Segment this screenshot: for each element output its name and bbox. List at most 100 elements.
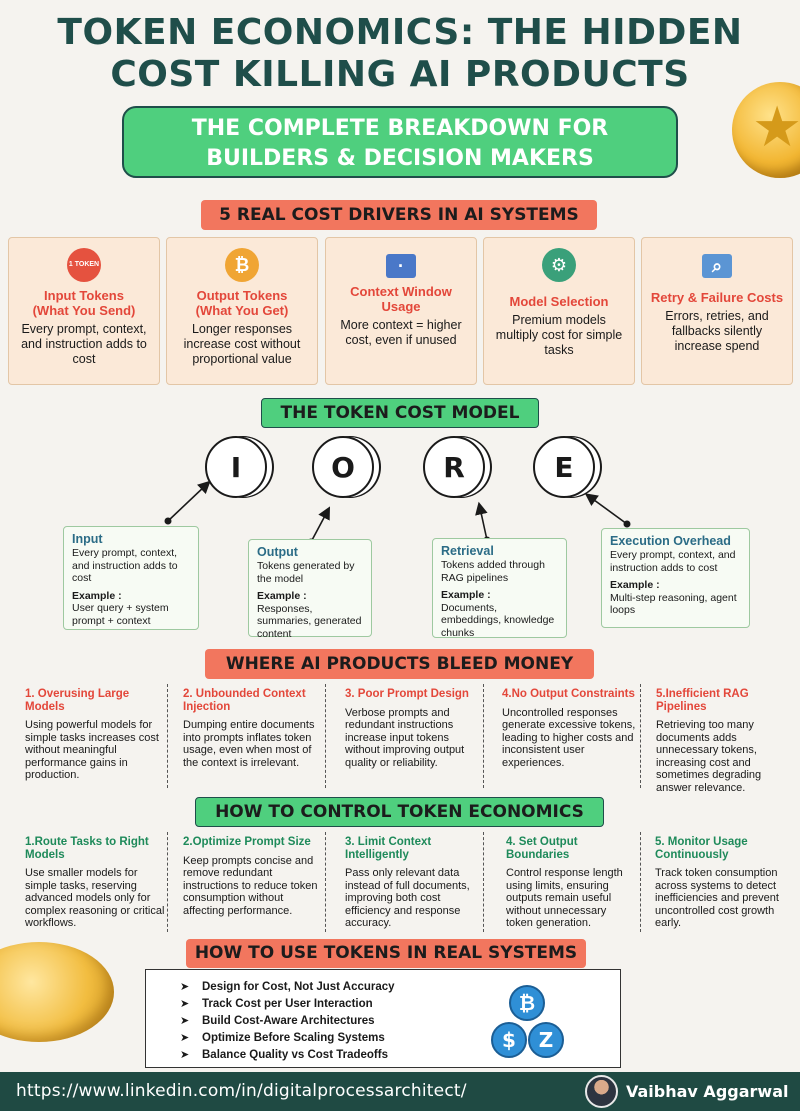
arrow-icon: ➤ [180,1032,190,1044]
bleed-desc: Verbose prompts and redundant instructio… [345,706,465,769]
use-item: ➤ Optimize Before Scaling Systems [180,1029,620,1046]
arrow-input [167,480,211,522]
driver-desc: Errors, retries, and fallbacks silently … [665,309,769,353]
card-title: Execution Overhead [610,534,731,548]
subtitle-banner: THE COMPLETE BREAKDOWN FOR BUILDERS & DE… [122,106,678,178]
bleed-item-5: 5.Inefficient RAG Pipelines Retrieving t… [656,688,796,794]
bleed-desc: Retrieving too many documents adds unnec… [656,719,762,794]
card-example-label: Example : [257,590,307,602]
profile-link[interactable]: https://www.linkedin.com/in/digitalproce… [16,1081,467,1101]
card-example: Responses, summaries, generated content [257,602,362,640]
divider [483,832,484,932]
bleed-item-3: 3. Poor Prompt Design Verbose prompts an… [345,688,475,769]
card-example: User query + system prompt + context [72,602,169,627]
driver-title-line: Context Window [350,284,452,299]
control-item-4: 4. Set Output Boundaries Control respons… [506,836,634,930]
card-title: Output [257,545,298,559]
card-input: Input Every prompt, context, and instruc… [63,526,199,630]
gold-coin-star-icon: ★ [732,82,800,178]
control-title: 2.Optimize Prompt Size [183,836,311,848]
driver-desc: Every prompt, context, and instruction a… [21,322,147,366]
use-heading: HOW TO USE TOKENS IN REAL SYSTEMS [186,939,586,968]
driver-title: Context Window Usage [332,284,470,314]
bleed-item-2: 2. Unbounded Context Injection Dumping e… [183,688,323,769]
control-title: 4. Set Output Boundaries [506,836,578,861]
control-item-5: 5. Monitor Usage Continuously Track toke… [655,836,785,930]
bleed-item-1: 1. Overusing Large Models Using powerful… [25,688,165,782]
use-item-text: Track Cost per User Interaction [202,997,373,1010]
bleed-desc: Uncontrolled responses generate excessiv… [502,706,636,769]
bleed-heading: WHERE AI PRODUCTS BLEED MONEY [205,649,594,679]
driver-card-context: · Context Window Usage More context = hi… [325,237,477,385]
crypto-z-icon: Z [528,1022,564,1058]
use-item-text: Balance Quality vs Cost Tradeoffs [202,1048,388,1061]
divider [325,832,326,932]
title-line-1: TOKEN ECONOMICS: THE HIDDEN [57,12,743,53]
dollar-coin-icon: $ [491,1022,527,1058]
divider [640,684,641,788]
driver-desc: More context = higher cost, even if unus… [340,318,462,347]
divider [640,832,641,932]
driver-card-output: ₿ Output Tokens (What You Get) Longer re… [166,237,318,385]
driver-card-retry: ⌕ Retry & Failure Costs Errors, retries,… [641,237,793,385]
use-item: ➤Design for Cost, Not Just Accuracy [180,978,620,995]
bleed-title: 4.No Output Constraints [502,688,635,700]
bleed-item-4: 4.No Output Constraints Uncontrolled res… [502,688,637,769]
control-desc: Track token consumption across systems t… [655,867,779,929]
control-title: 1.Route Tasks to Right Models [25,836,149,861]
control-desc: Control response length using limits, en… [506,867,623,929]
bitcoin-icon: ₿ [509,985,545,1021]
driver-desc: Longer responses increase cost without p… [183,322,301,366]
divider [167,832,168,932]
use-item-text: Optimize Before Scaling Systems [202,1031,385,1044]
use-item-text: Design for Cost, Not Just Accuracy [202,980,395,993]
coin-letter-e: E [533,436,595,498]
card-title: Input [72,532,103,546]
search-screen-icon: ⌕ [702,254,732,278]
subtitle-line-1: THE COMPLETE BREAKDOWN FOR [191,116,609,141]
coin-letter-i: I [205,436,267,498]
driver-card-model: ⚙ Model Selection Premium models multipl… [483,237,635,385]
driver-desc: Premium models multiply cost for simple … [495,313,623,357]
bleed-title: 5.Inefficient RAG Pipelines [656,688,749,713]
subtitle-line-2: BUILDERS & DECISION MAKERS [206,146,594,171]
network-icon: ⚙ [542,248,576,282]
control-title: 5. Monitor Usage Continuously [655,836,748,861]
bleed-title: 1. Overusing Large Models [25,688,130,713]
cost-model-heading: THE TOKEN COST MODEL [261,398,539,428]
coin-letter-r: R [423,436,485,498]
monitor-icon: · [386,254,416,278]
card-output: Output Tokens generated by the model Exa… [248,539,372,640]
drivers-heading: 5 REAL COST DRIVERS IN AI SYSTEMS [201,200,597,230]
bleed-title: 2. Unbounded Context Injection [183,688,306,713]
card-example-label: Example : [610,579,660,591]
driver-title-line: (What You Get) [195,303,289,318]
control-title: 3. Limit Context Intelligently [345,836,432,861]
bleed-desc: Using powerful models for simple tasks i… [25,719,159,781]
card-example: Documents, embeddings, knowledge chunks [441,601,555,639]
driver-title-line: Output Tokens [196,288,288,303]
divider [325,684,326,788]
arrow-icon: ➤ [180,1015,190,1027]
card-desc: Every prompt, context, and instruction a… [610,549,736,574]
coin-letter-o: O [312,436,374,498]
driver-title-line: Input Tokens [44,288,124,303]
card-example-label: Example : [441,589,491,601]
control-desc: Keep prompts concise and remove redundan… [183,854,318,917]
control-desc: Use smaller models for simple tasks, res… [25,867,165,929]
driver-title: Retry & Failure Costs [648,290,786,305]
bleed-title: 3. Poor Prompt Design [345,688,469,700]
card-desc: Tokens generated by the model [257,560,355,585]
driver-title: Output Tokens (What You Get) [173,288,311,318]
bleed-desc: Dumping entire documents into prompts in… [183,719,315,769]
author-name: Vaibhav Aggarwal [626,1082,789,1101]
arrow-icon: ➤ [180,998,190,1010]
card-desc: Tokens added through RAG pipelines [441,559,545,584]
control-desc: Pass only relevant data instead of full … [345,867,470,929]
avatar [585,1075,618,1108]
token-icon: 1 TOKEN [67,248,101,282]
divider [167,684,168,788]
control-item-2: 2.Optimize Prompt Size Keep prompts conc… [183,836,319,917]
driver-title-line: Usage [381,299,421,314]
use-item: ➤Balance Quality vs Cost Tradeoffs [180,1046,620,1063]
